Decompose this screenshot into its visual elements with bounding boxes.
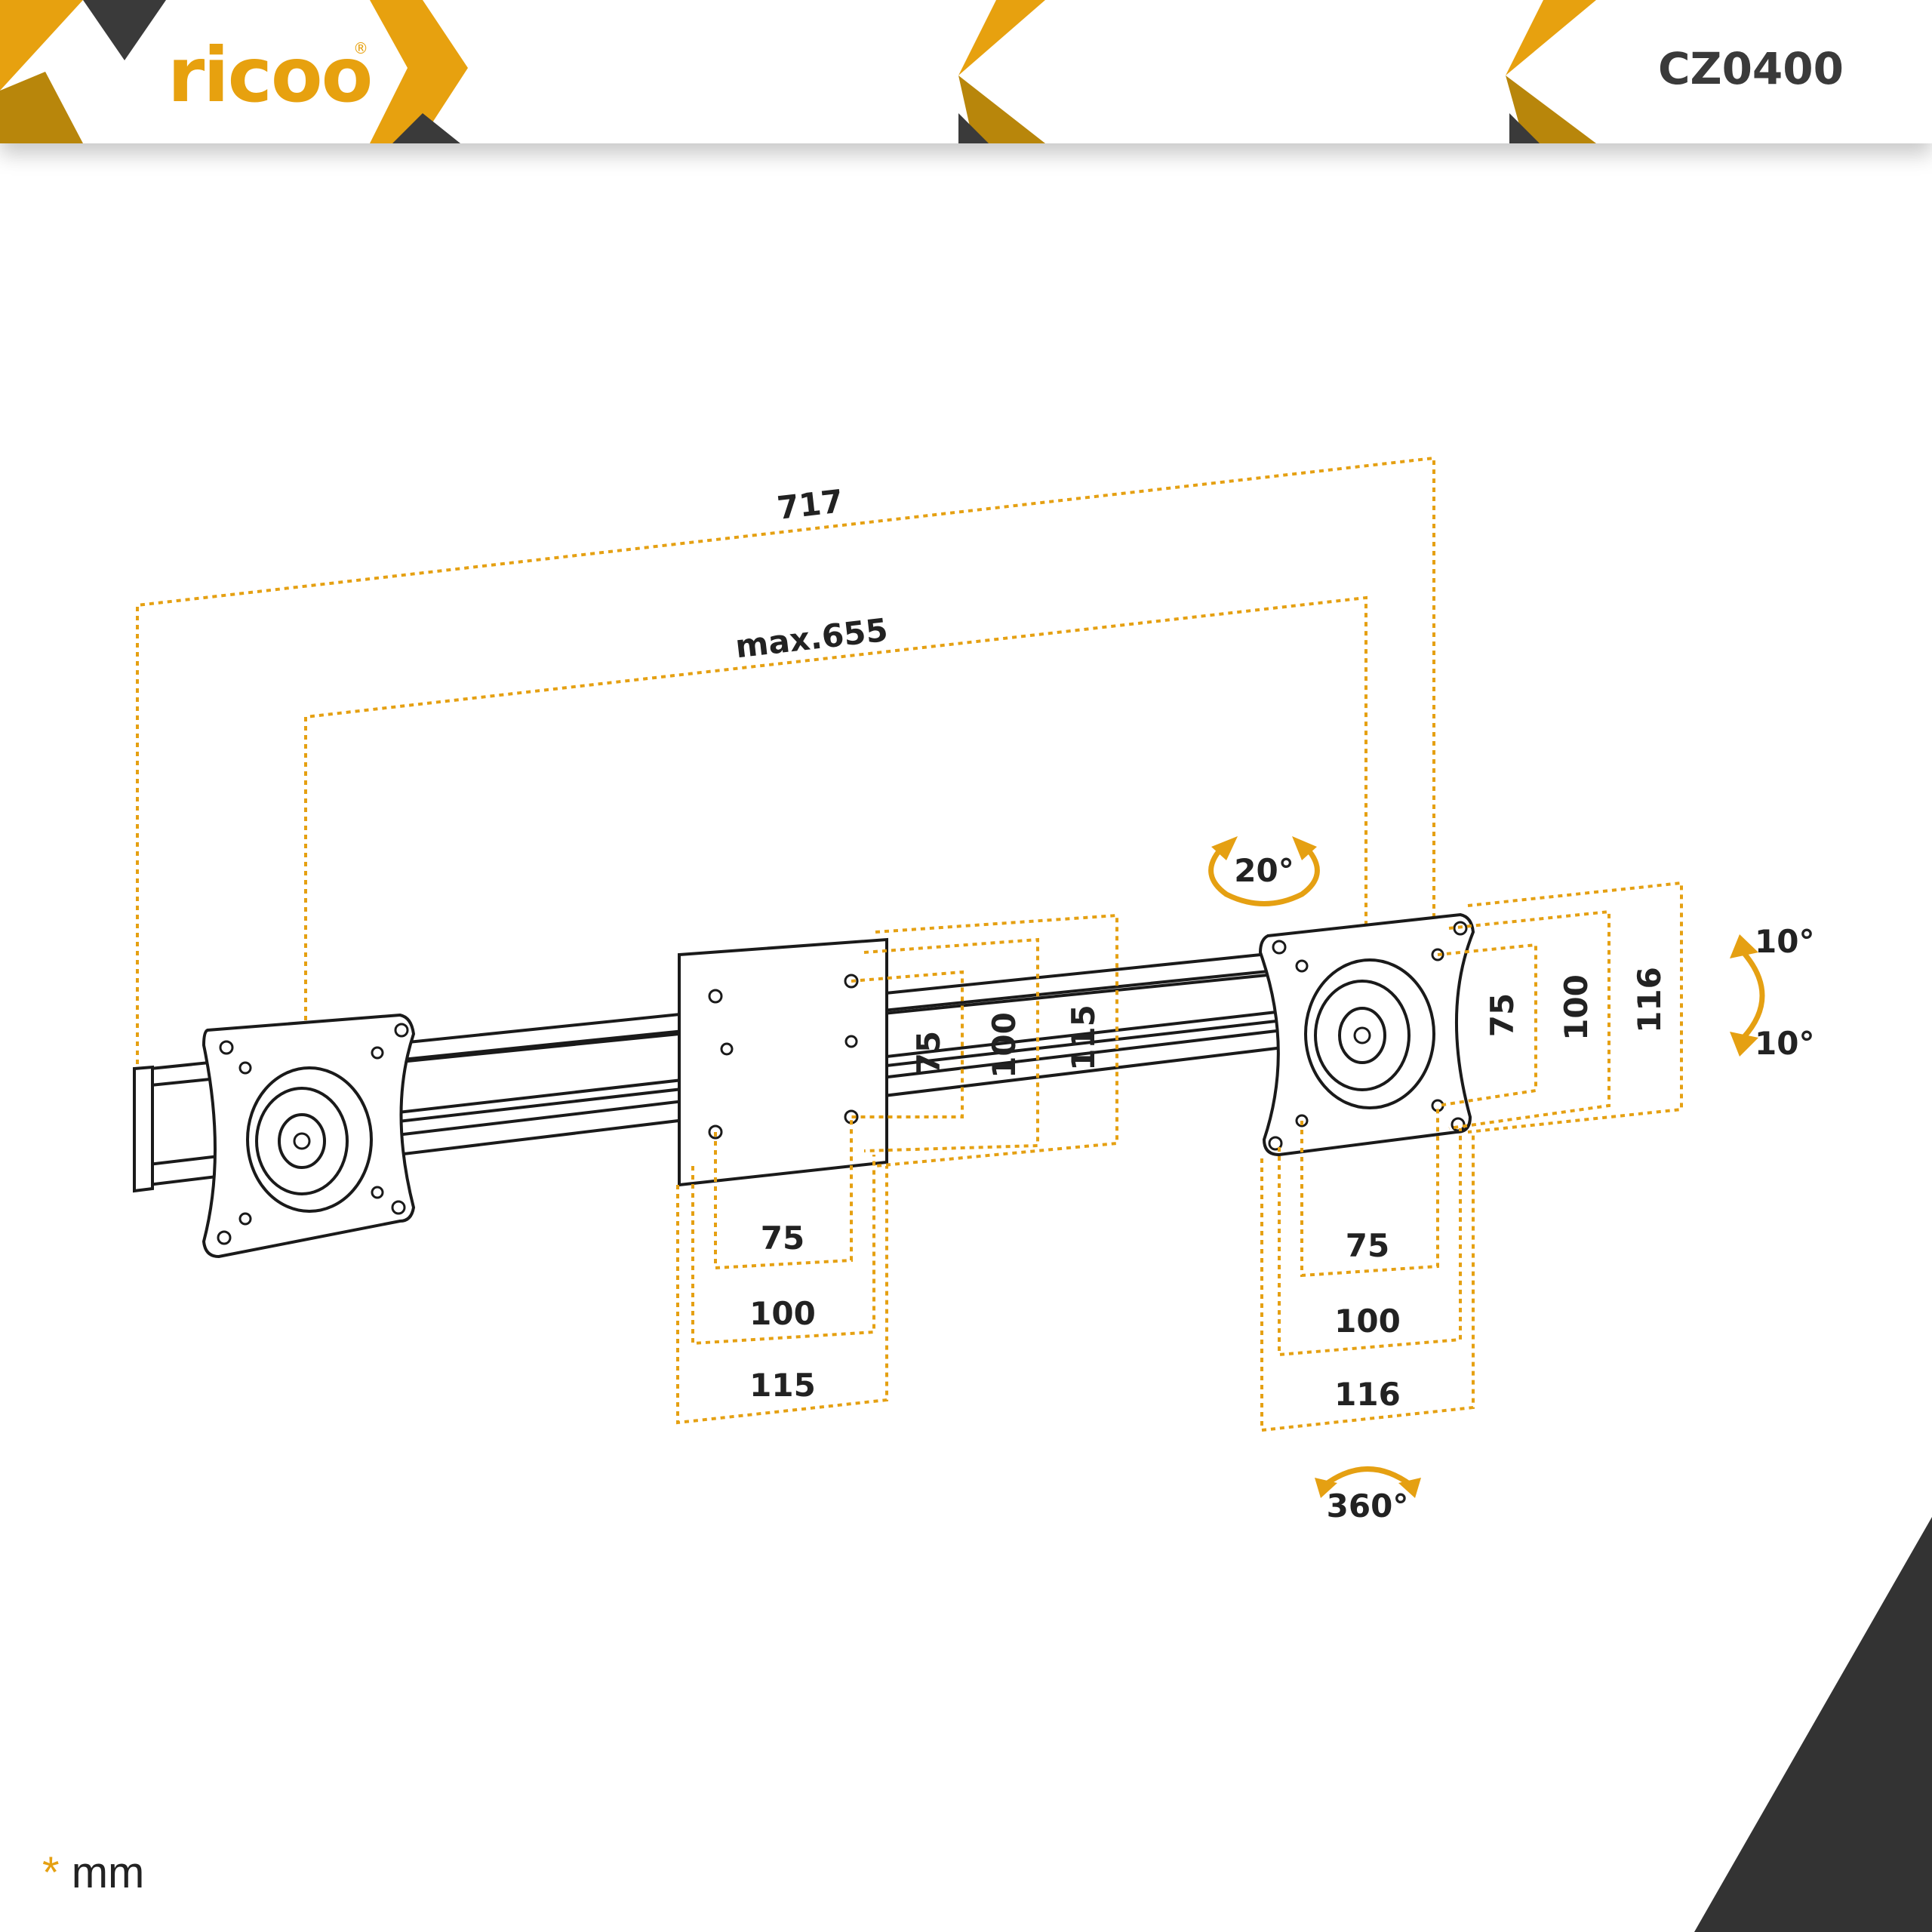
deco-triangle: [958, 75, 1045, 143]
dim-right-h116-label: 116: [1334, 1376, 1401, 1413]
tilt-down-label: 10°: [1755, 1025, 1814, 1062]
mount-hole: [238, 1212, 252, 1226]
mount-hole: [371, 1046, 384, 1060]
unit-note: * mm: [42, 1847, 144, 1898]
unit-label: mm: [71, 1848, 145, 1897]
right-swivel-ring: [1314, 980, 1411, 1091]
registered-mark: ®: [353, 39, 368, 57]
dim-center-v75-label: 75: [910, 1031, 947, 1075]
rotation-arrow-icon: [1315, 1466, 1421, 1498]
dim-center-h75-label: 75: [761, 1220, 804, 1257]
dim-right-h100-label: 100: [1334, 1303, 1401, 1340]
dim-center-v115-label: 115: [1065, 1004, 1102, 1071]
mount-hole: [394, 1023, 409, 1038]
dim-right-v75-label: 75: [1484, 993, 1521, 1037]
dim-right-v116-label: 116: [1631, 967, 1668, 1033]
deco-triangle: [0, 0, 83, 91]
dim-right-h75-label: 75: [1346, 1227, 1389, 1264]
dim-655-line: [304, 595, 1367, 1057]
rotation-angle-label: 360°: [1327, 1487, 1409, 1524]
left-hub-center: [293, 1132, 311, 1150]
deco-triangle: [1509, 113, 1540, 143]
dim-right-h100: [1278, 1128, 1462, 1357]
swivel-arrow-icon: [1208, 836, 1320, 906]
mount-hole: [217, 1230, 232, 1245]
deco-triangle: [1506, 0, 1596, 75]
deco-triangle: [0, 72, 83, 143]
corner-triangle: [1694, 1517, 1932, 1932]
header-decoration: [0, 0, 1596, 143]
dim-center-h115-label: 115: [749, 1367, 816, 1404]
mount-hole: [238, 1061, 252, 1075]
swivel-angle-label: 20°: [1234, 852, 1294, 889]
deco-triangle: [1506, 75, 1596, 143]
deco-triangle: [958, 0, 1045, 75]
dim-center-v75: [851, 970, 964, 1118]
dim-655-label: max.655: [734, 611, 890, 666]
dim-right-v100-label: 100: [1558, 974, 1595, 1041]
center-plate: [678, 937, 888, 1187]
dim-717-label: 717: [775, 482, 845, 527]
header-bar: ricoo ® CZ0400: [0, 0, 1932, 143]
dim-center-v115: [875, 913, 1118, 1168]
mount-hole: [219, 1040, 234, 1055]
dim-right-v75: [1437, 943, 1537, 1107]
footnote-star: *: [42, 1848, 60, 1897]
mount-hole: [1295, 959, 1309, 973]
mount-hole: [1272, 940, 1287, 955]
dim-right-v116: [1467, 881, 1683, 1134]
brand-logo: ricoo: [168, 31, 373, 119]
mount-hole: [844, 1035, 858, 1048]
dim-center-h75: [714, 1117, 853, 1270]
dim-center-h100-label: 100: [749, 1295, 816, 1332]
model-number: CZ0400: [1657, 43, 1844, 94]
deco-triangle: [392, 113, 460, 143]
rail-endcap: [133, 1065, 154, 1193]
dim-center-v100-label: 100: [986, 1012, 1023, 1078]
mount-hole: [391, 1200, 406, 1215]
mount-hole: [720, 1042, 734, 1056]
tilt-arrow-icon: [1730, 934, 1765, 1057]
dim-right-v100: [1448, 909, 1611, 1130]
dim-center-h100: [691, 1155, 875, 1346]
dim-center-h115: [676, 1166, 888, 1425]
deco-chevron: [370, 0, 468, 143]
dim-717-line: [136, 456, 1435, 1064]
left-swivel-ring: [255, 1087, 349, 1195]
deco-triangle: [958, 113, 989, 143]
deco-triangle: [83, 0, 166, 60]
tilt-up-label: 10°: [1755, 923, 1814, 960]
mount-hole: [371, 1186, 384, 1199]
mount-hole: [708, 989, 723, 1004]
mount-hole: [1268, 1136, 1283, 1151]
right-hub-center: [1353, 1026, 1371, 1044]
dim-right-h116: [1260, 1132, 1475, 1432]
